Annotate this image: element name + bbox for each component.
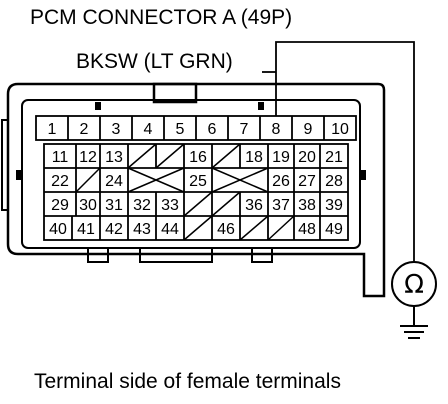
pin-49: 49 — [325, 221, 343, 238]
pin-37: 37 — [272, 197, 290, 214]
connector-notch-top-b — [258, 102, 264, 110]
pin-36: 36 — [245, 197, 263, 214]
connector-notch-left — [16, 170, 22, 180]
pin-29: 29 — [51, 197, 69, 214]
pin-20: 20 — [298, 149, 316, 166]
pin-5: 5 — [176, 121, 185, 138]
test-lead-wire — [275, 41, 415, 262]
pin-10: 10 — [331, 121, 349, 138]
pin-22: 22 — [51, 173, 69, 190]
ground-icon — [400, 306, 428, 339]
pin-44: 44 — [161, 221, 179, 238]
pin-25: 25 — [189, 173, 207, 190]
pin-39: 39 — [325, 197, 343, 214]
pin-27: 27 — [298, 173, 316, 190]
pin-grid — [43, 143, 349, 241]
pin-16: 16 — [189, 149, 207, 166]
pin-41: 41 — [77, 221, 95, 238]
pin-24: 24 — [105, 173, 123, 190]
pin-6: 6 — [208, 121, 217, 138]
pin-31: 31 — [105, 197, 123, 214]
pin-19: 19 — [272, 149, 290, 166]
pin-18: 18 — [245, 149, 263, 166]
pin-2: 2 — [80, 121, 89, 138]
pin-labels: 1 2 3 4 5 6 7 8 9 10 11 12 13 16 18 19 2… — [48, 121, 349, 238]
ohm-symbol: Ω — [404, 270, 424, 300]
pin-3: 3 — [112, 121, 121, 138]
pin-32: 32 — [133, 197, 151, 214]
pin-21: 21 — [325, 149, 343, 166]
pin-26: 26 — [272, 173, 290, 190]
pin-12: 12 — [79, 149, 97, 166]
connector-title: PCM CONNECTOR A (49P) — [30, 6, 293, 29]
pin-48: 48 — [298, 221, 316, 238]
pin-13: 13 — [105, 149, 123, 166]
connector-bottom-rail — [87, 248, 273, 263]
pin-28: 28 — [325, 173, 343, 190]
pin-7: 7 — [240, 121, 249, 138]
wire-label: BKSW (LT GRN) — [76, 50, 233, 73]
pin-43: 43 — [133, 221, 151, 238]
pin-1: 1 — [48, 121, 57, 138]
pin-40: 40 — [49, 221, 67, 238]
pin-11: 11 — [52, 149, 69, 166]
pin-4: 4 — [144, 121, 153, 138]
pin-9: 9 — [304, 121, 313, 138]
connector-housing-outer — [6, 82, 386, 298]
pin-8: 8 — [272, 121, 281, 138]
connector-latch-top — [152, 82, 198, 104]
pin-46: 46 — [217, 221, 235, 238]
pin-30: 30 — [79, 197, 97, 214]
pin-38: 38 — [298, 197, 316, 214]
pin-row-1 — [35, 115, 357, 141]
connector-ear-left — [1, 119, 8, 211]
unused-cavity-marks — [75, 143, 295, 241]
connector-notch-top-a — [95, 102, 101, 110]
diagram-caption: Terminal side of female terminals — [34, 370, 341, 393]
pin-33: 33 — [161, 197, 179, 214]
connector-notch-right — [360, 170, 366, 180]
pin-42: 42 — [105, 221, 123, 238]
